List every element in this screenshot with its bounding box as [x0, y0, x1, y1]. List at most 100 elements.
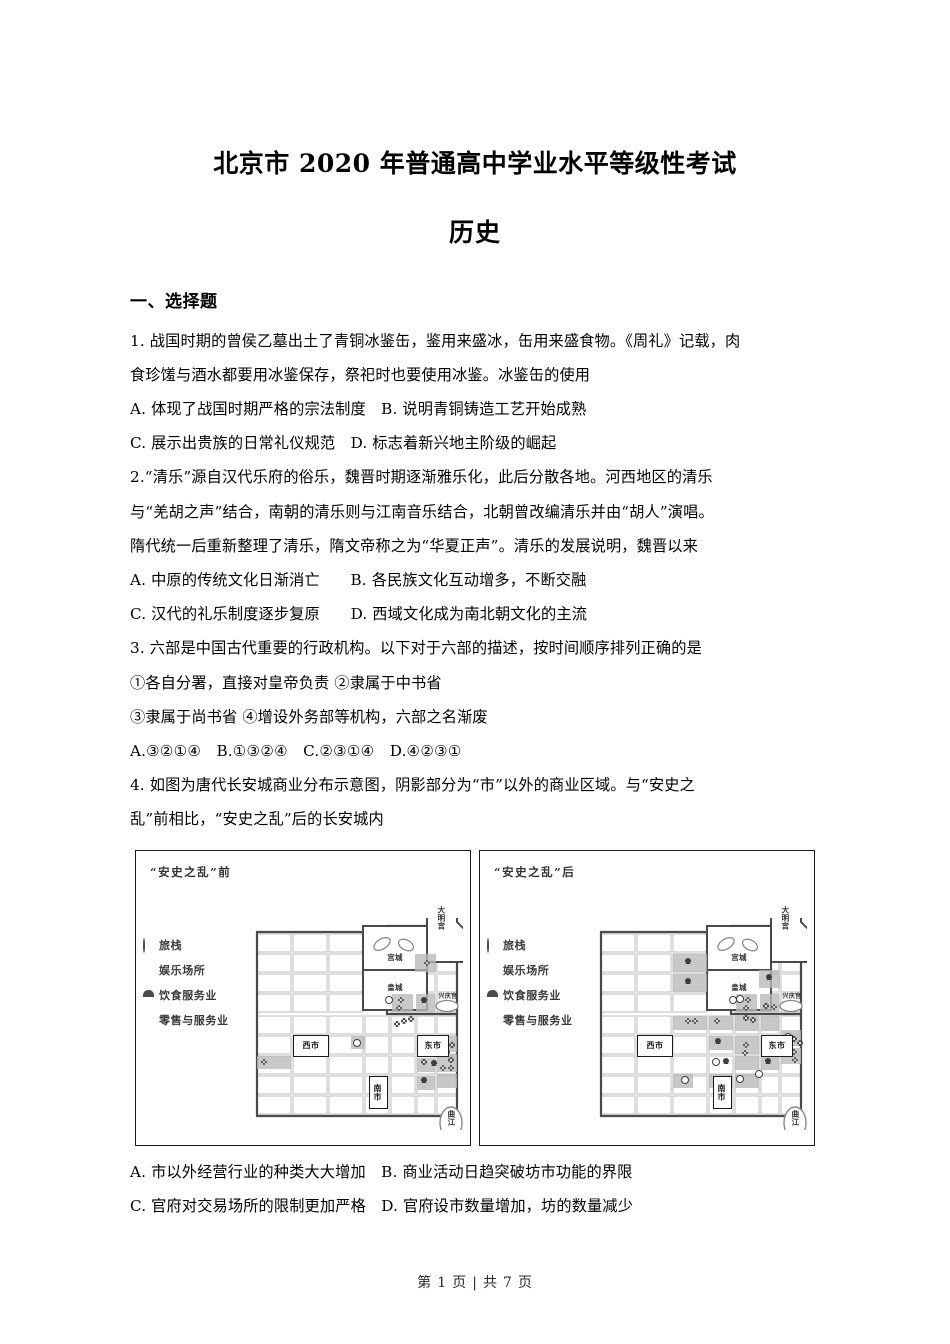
legend-item-inn: 旅栈: [142, 933, 250, 958]
page-footer: 第 1 页 | 共 7 页: [417, 1275, 533, 1291]
flower-icon: [408, 1015, 414, 1022]
market-west: 西市: [637, 1034, 673, 1057]
question-3-stem-line-3: ③隶属于尚书省 ④增设外务部等机构，六部之名渐废: [130, 707, 488, 726]
question-3-stem-line-1: 3. 六部是中国古代重要的行政机构。以下对于六部的描述，按时间顺序排列正确的是: [130, 639, 702, 658]
flower-icon: [449, 1041, 455, 1048]
label-qujiang: 曲江: [790, 1109, 800, 1126]
question-2-options-ab[interactable]: A. 中原的传统文化日渐消亡 B. 各民族文化互动增多，不断交融: [130, 570, 587, 589]
section-heading: 一、选择题: [130, 291, 218, 312]
legend-before: 旅栈 娱乐场所 饮食服务业 零售与服务业: [142, 933, 250, 1033]
small-gear-icon: [745, 996, 751, 1003]
map-panel-after: “安史之乱”后 旅栈 娱乐场所 饮食服务业 零售与服务业: [479, 849, 815, 1146]
city-grid: [599, 917, 807, 1130]
small-gear-icon: [743, 1004, 749, 1011]
question-2-options-cd[interactable]: C. 汉代的礼乐制度逐步复原 D. 西域文化成为南北朝文化的主流: [130, 605, 588, 624]
circle-icon: [142, 937, 155, 953]
market-east: 东市: [761, 1034, 793, 1057]
cup-icon: [142, 989, 155, 1002]
question-2-stem-line-3: 隋代统一后重新整理了清乐，隋文帝称之为“华夏正声”。清乐的发展说明，魏晋以来: [130, 536, 698, 555]
circle-icon: [736, 1074, 744, 1083]
label-xingqinggong: 兴庆宫: [782, 992, 802, 1000]
flower-icon: [401, 1017, 407, 1024]
market-south: 南市: [369, 1075, 388, 1109]
question-3-stem-line-2: ①各自分署，直接对皇帝负责 ②隶属于中书省: [130, 673, 442, 692]
flower-icon: [750, 1016, 756, 1023]
question-2-stem-line-2: 与“羌胡之声”结合，南朝的清乐则与江南音乐结合，北朝曾改编清乐并由“胡人”演唱。: [130, 502, 714, 521]
question-4-stem-line-2: 乱”前相比，“安史之乱”后的长安城内: [130, 810, 384, 829]
small-gear-icon: [142, 1014, 155, 1027]
question-4-options-ab[interactable]: A. 市以外经营行业的种类大大增加 B. 商业活动日趋突破坊市功能的界限: [130, 1162, 633, 1181]
panel-title-before: “安史之乱”前: [150, 864, 232, 879]
legend-label-food: 饮食服务业: [159, 989, 217, 1003]
legend-after: 旅栈 娱乐场所 饮食服务业 零售与服务业: [486, 933, 594, 1033]
label-gongcheng: 宫城: [731, 952, 747, 962]
small-gear-icon: [486, 1014, 499, 1027]
small-gear-icon: [261, 1058, 267, 1065]
market-west: 西市: [293, 1034, 329, 1057]
flower-icon: [448, 1056, 454, 1063]
label-gongcheng: 宫城: [387, 952, 403, 962]
commercial-cell: [416, 993, 435, 1012]
small-gear-icon: [398, 996, 404, 1003]
small-gear-icon: [692, 1017, 698, 1024]
small-gear-icon: [714, 1017, 720, 1024]
question-1-options-ab[interactable]: A. 体现了战国时期严格的宗法制度 B. 说明青铜铸造工艺开始成熟: [130, 399, 587, 418]
small-gear-icon: [685, 1017, 691, 1024]
cup-icon: [421, 996, 427, 1002]
label-daminggong: 大明宫: [436, 905, 446, 930]
question-4-stem-line-1: 4. 如图为唐代长安城商业分布示意图，阴影部分为“市”以外的商业区域。与“安史之: [130, 776, 695, 795]
circle-icon: [736, 994, 744, 1003]
commercial-cell: [761, 1055, 779, 1070]
commercial-cell: [735, 1055, 759, 1070]
legend-label-entertainment: 娱乐场所: [503, 964, 550, 978]
legend-label-entertainment: 娱乐场所: [159, 964, 206, 978]
question-1-options-cd[interactable]: C. 展示出贵族的日常礼仪规范 D. 标志着新兴地主阶级的崛起: [130, 434, 557, 453]
circle-icon: [755, 1069, 763, 1078]
legend-label-inn: 旅栈: [503, 939, 527, 953]
legend-label-inn: 旅栈: [159, 939, 183, 953]
city-grid: [255, 917, 463, 1130]
commercial-cell: [761, 1015, 779, 1031]
circle-icon: [385, 995, 393, 1004]
legend-item-retail: 零售与服务业: [142, 1008, 250, 1033]
panel-title-after: “安史之乱”后: [494, 864, 576, 879]
cup-icon: [715, 1037, 721, 1043]
cup-icon: [431, 1059, 437, 1065]
cup-icon: [685, 977, 691, 983]
commercial-cell: [673, 953, 707, 972]
cup-icon: [766, 973, 772, 979]
flower-icon: [486, 964, 499, 977]
cup-icon: [765, 1057, 771, 1063]
cup-icon: [486, 989, 499, 1002]
market-east: 东市: [417, 1034, 449, 1057]
legend-label-retail: 零售与服务业: [503, 1014, 573, 1028]
legend-item-inn: 旅栈: [486, 933, 594, 958]
label-huangcheng: 皇城: [387, 982, 403, 992]
small-gear-icon: [791, 1048, 797, 1055]
small-gear-icon: [743, 1041, 749, 1048]
legend-label-food: 饮食服务业: [503, 989, 561, 1003]
circle-icon: [353, 1038, 361, 1047]
small-gear-icon: [440, 1064, 446, 1071]
flower-icon: [142, 964, 155, 977]
question-4-options-cd[interactable]: C. 官府对交易场所的限制更加严格 D. 官府设市数量增加，坊的数量减少: [130, 1196, 634, 1215]
cup-icon: [685, 957, 691, 963]
label-daminggong: 大明宫: [780, 905, 790, 930]
legend-item-entertainment: 娱乐场所: [486, 958, 594, 983]
city-map-after: 大明宫 宫城 皇城 兴庆宫 曲江 西市 东市 南市: [595, 906, 807, 1130]
flower-icon: [763, 1002, 769, 1009]
subject-title: 历史: [448, 217, 501, 247]
commercial-cell: [673, 973, 707, 992]
map-panel-before: “安史之乱”前 旅栈 娱乐场所 饮食服务业 零售与服务业: [135, 849, 471, 1146]
commercial-cell: [437, 1073, 457, 1088]
question-3-options[interactable]: A.③②①④ B.①③②④ C.②③①④ D.④②③①: [130, 741, 462, 760]
small-gear-icon: [448, 1064, 454, 1071]
commercial-cell: [759, 969, 780, 988]
legend-item-food: 饮食服务业: [486, 983, 594, 1008]
question-1-stem-line-1: 1. 战国时期的曾侯乙墓出土了青铜冰鉴缶，鉴用来盛冰，缶用来盛食物。《周礼》记载…: [130, 331, 741, 350]
page-title: 北京市 2020 年普通高中学业水平等级性考试: [213, 149, 737, 178]
legend-item-food: 饮食服务业: [142, 983, 250, 1008]
commercial-cell: [709, 1035, 733, 1050]
small-gear-icon: [771, 1003, 777, 1010]
